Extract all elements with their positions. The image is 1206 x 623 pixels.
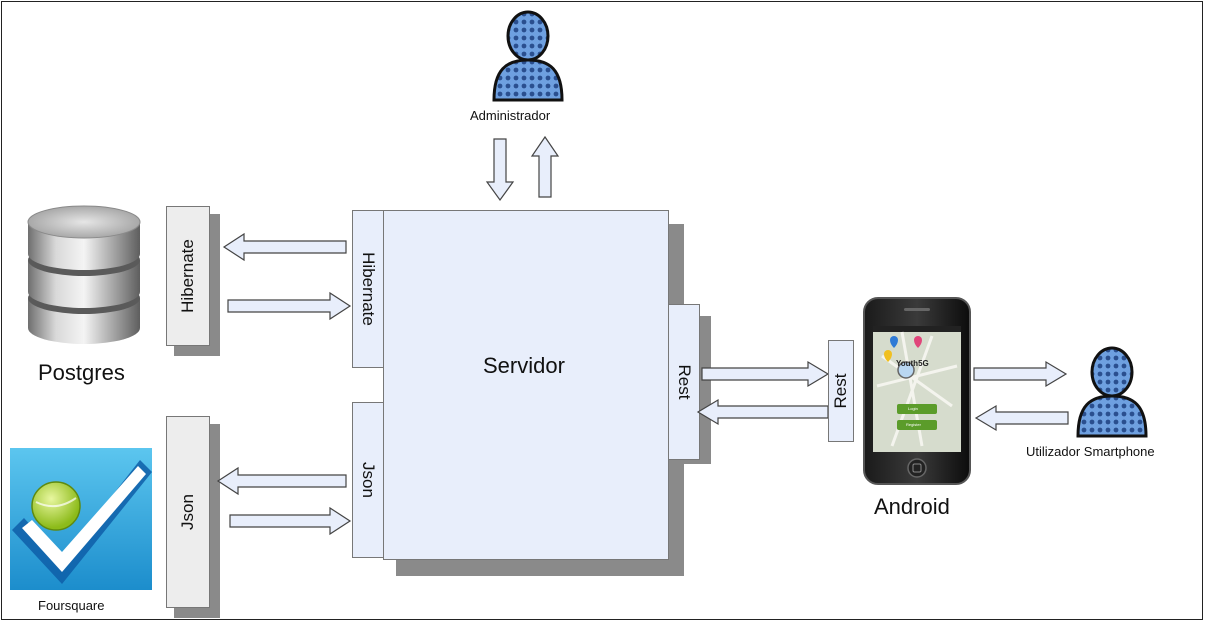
hibernate-server-label: Hibernate	[359, 252, 378, 326]
rest-android-label: Rest	[831, 373, 850, 409]
arrow-android-to-server	[696, 398, 829, 426]
phone-login-button: Login	[908, 406, 918, 411]
arrow-hibernate-db-to-server	[227, 291, 352, 321]
android-phone-icon	[863, 297, 971, 485]
json-server-layer	[352, 402, 384, 558]
json-fs-label: Json	[178, 494, 197, 530]
arrow-android-to-user	[973, 360, 1068, 388]
arrow-server-to-json-fs	[216, 466, 347, 496]
utilizador-label: Utilizador Smartphone	[1026, 444, 1155, 459]
arrow-server-to-hibernate-db	[222, 232, 347, 262]
hibernate-server-layer	[352, 210, 384, 368]
utilizador-user-icon	[1076, 346, 1148, 438]
json-fs-layer	[166, 416, 210, 608]
administrador-user-icon	[492, 10, 564, 102]
servidor-label: Servidor	[483, 353, 565, 378]
arrow-json-fs-to-server	[229, 506, 352, 536]
arrow-admin-up	[530, 135, 560, 198]
postgres-label: Postgres	[38, 360, 125, 385]
hibernate-db-layer	[166, 206, 210, 346]
arrow-server-to-android	[701, 360, 830, 388]
phone-register-button: Register	[906, 422, 921, 427]
arrow-admin-down	[485, 138, 515, 202]
android-label: Android	[874, 494, 950, 519]
rest-android-layer	[828, 340, 854, 442]
rest-server-label: Rest	[675, 364, 694, 400]
administrador-label: Administrador	[470, 108, 551, 123]
servidor-box	[383, 210, 669, 560]
postgres-database-icon	[27, 205, 141, 344]
foursquare-logo-icon	[10, 448, 152, 590]
foursquare-label: Foursquare	[38, 598, 105, 613]
arrow-user-to-android	[974, 404, 1069, 432]
hibernate-db-label: Hibernate	[178, 239, 197, 313]
rest-server-layer	[668, 304, 700, 460]
phone-app-name: Youth5G	[896, 359, 929, 368]
json-server-label: Json	[359, 462, 378, 498]
